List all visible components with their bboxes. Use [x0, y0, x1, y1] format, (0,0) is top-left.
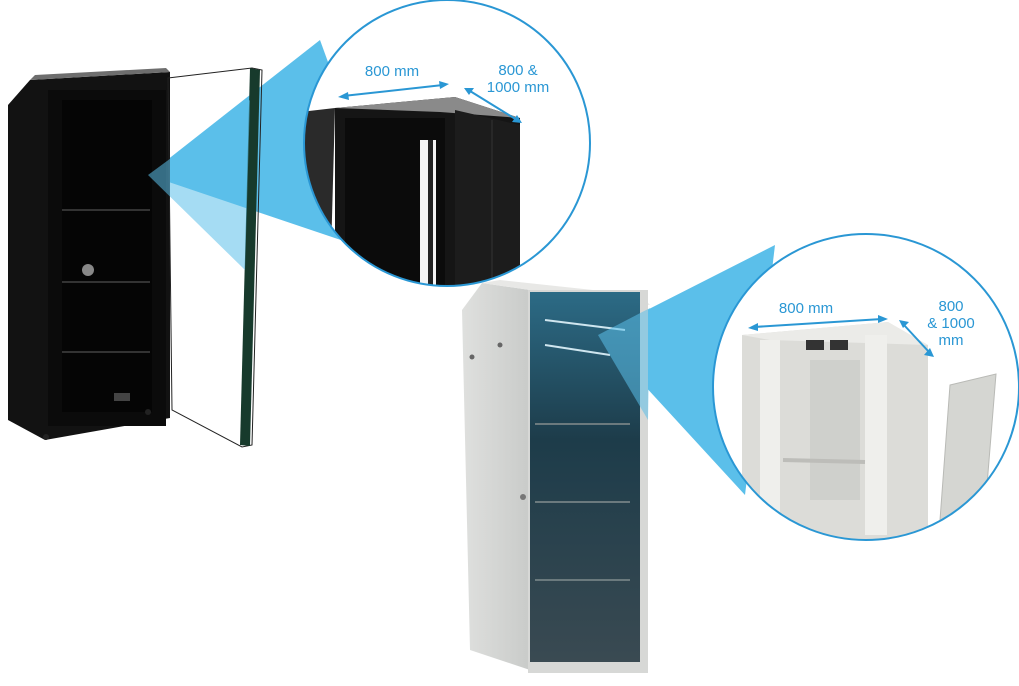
- width-label-black: 800 mm: [364, 63, 420, 80]
- callout-circle-black: [304, 0, 590, 286]
- black-cabinet: [8, 67, 263, 448]
- callout-beam-grey-overlay: [598, 308, 650, 420]
- callout-ring-grey: [712, 233, 1019, 541]
- width-label-grey: 800 mm: [778, 300, 834, 317]
- dimension-arrows-black: [338, 81, 522, 123]
- depth-label-black: 800 & 1000 mm: [486, 62, 550, 96]
- callout-ring-black: [303, 0, 591, 287]
- depth-label-grey: 800 & 1000 mm: [927, 298, 975, 349]
- callout-circle-grey: [713, 234, 1019, 540]
- callout-beam-black-overlay: [148, 100, 250, 270]
- grey-cabinet: [462, 280, 650, 673]
- dimension-arrows-grey: [748, 315, 934, 357]
